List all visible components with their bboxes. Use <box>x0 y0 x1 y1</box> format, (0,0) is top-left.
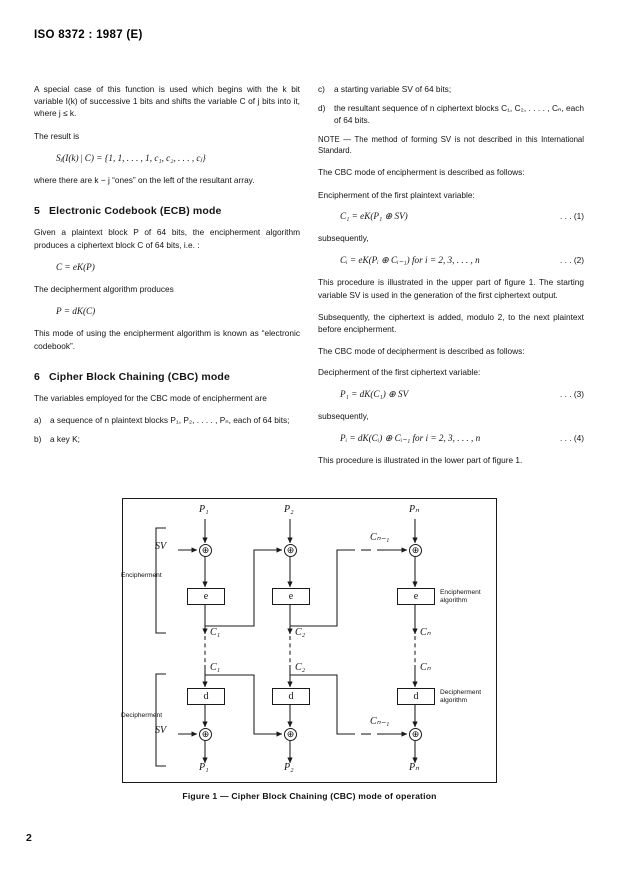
brace-label-decipherment: Decipherment <box>121 712 163 719</box>
label-enc-c2: C₂ <box>295 627 306 638</box>
equation-1-cbc-first: C₁ = eK(P₁ ⊕ SV) . . . (1) <box>318 210 584 222</box>
list-item-b: b) a key K; <box>34 433 300 445</box>
equation-ecb-encipher: C = eK(P) <box>56 261 95 272</box>
list-item-d-label: d) <box>318 103 326 114</box>
heading-section-6: 6 Cipher Block Chaining (CBC) mode <box>34 371 300 383</box>
label-enc-cn-minus-1: Cₙ₋₁ <box>370 532 390 543</box>
paragraph-the-result-is: The result is <box>34 130 80 141</box>
note-starting-variable: NOTE — The method of forming SV is not d… <box>318 134 584 156</box>
xor-gate-enc-n: ⊕ <box>409 544 422 557</box>
equation-ecb-decipher: P = dK(C) <box>56 306 96 317</box>
paragraph-subsequently-1: subsequently, <box>318 233 369 244</box>
equation-shift-function: Sⱼ(I(k) | C) = {1, 1, . . . , 1, c₁, c₂,… <box>56 152 206 163</box>
label-dec-cn: Cₙ <box>420 662 431 673</box>
xor-gate-dec-2: ⊕ <box>284 728 297 741</box>
right-text-column: c) a starting variable SV of 64 bits; d)… <box>318 83 584 476</box>
equation-2-body: Cᵢ = eK(Pᵢ ⊕ Cᵢ₋₁) for i = 2, 3, . . . ,… <box>340 255 480 266</box>
brace-label-encipherment: Encipherment <box>121 572 162 579</box>
paragraph-decipher-produces: The decipherment algorithm produces <box>34 284 174 295</box>
paragraph-ones-on-left: where there are k − j “ones” on the left… <box>34 175 255 186</box>
label-dec-p2: P₂ <box>284 762 294 773</box>
label-enc-p2: P₂ <box>284 504 294 515</box>
label-dec-c2: C₂ <box>295 662 306 673</box>
section-6-number: 6 <box>34 370 40 383</box>
paragraph-cbc-variables: The variables employed for the CBC mode … <box>34 393 267 404</box>
section-6-title: Cipher Block Chaining (CBC) mode <box>49 370 230 383</box>
encipherment-box-1: e <box>187 588 225 605</box>
equation-3-body: P₁ = dK(C₁) ⊕ SV <box>340 388 409 399</box>
label-dec-pn: Pₙ <box>409 762 420 773</box>
left-text-column: A special case of this function is used … <box>34 83 300 453</box>
decipherment-box-2: d <box>272 688 310 705</box>
decipherment-box-1: d <box>187 688 225 705</box>
encipherment-box-n: e <box>397 588 435 605</box>
equation-4-body: Pᵢ = dK(Cᵢ) ⊕ Cᵢ₋₁ for i = 2, 3, . . . ,… <box>340 433 481 444</box>
list-item-b-label: b) <box>34 434 42 445</box>
heading-section-5: 5 Electronic Codebook (ECB) mode <box>34 205 300 217</box>
label-dec-c1: C₁ <box>210 662 221 673</box>
equation-4-cbc-decipher-subsequent: Pᵢ = dK(Cᵢ) ⊕ Cᵢ₋₁ for i = 2, 3, . . . ,… <box>318 432 584 444</box>
list-item-c-text: a starting variable SV of 64 bits; <box>334 84 452 94</box>
list-item-d-text: the resultant sequence of n ciphertext b… <box>334 103 584 126</box>
label-dec-sv: SV <box>155 725 167 736</box>
annotation-decipherment-algorithm: Decipherment algorithm <box>440 689 482 704</box>
label-enc-c1: C₁ <box>210 627 221 638</box>
annotation-encipherment-algorithm: Encipherment algorithm <box>440 589 481 604</box>
list-item-b-text: a key K; <box>50 434 80 445</box>
paragraph-cbc-decipher-intro: The CBC mode of decipherment is describe… <box>318 346 525 357</box>
equation-1-body: C₁ = eK(P₁ ⊕ SV) <box>340 210 408 221</box>
xor-gate-enc-1: ⊕ <box>199 544 212 557</box>
label-enc-sv: SV <box>155 541 167 552</box>
paragraph-special-case: A special case of this function is used … <box>34 84 300 119</box>
equation-2-number: . . . (2) <box>560 255 584 266</box>
page-number: 2 <box>26 832 32 844</box>
xor-gate-enc-2: ⊕ <box>284 544 297 557</box>
label-enc-p1: P₁ <box>199 504 209 515</box>
list-item-d: d) the resultant sequence of n ciphertex… <box>318 102 584 126</box>
list-item-a-text: a sequence of n plaintext blocks P₁, P₂,… <box>50 415 290 426</box>
equation-2-cbc-subsequent: Cᵢ = eK(Pᵢ ⊕ Cᵢ₋₁) for i = 2, 3, . . . ,… <box>318 254 584 266</box>
paragraph-encipher-first-plaintext: Encipherment of the first plaintext vari… <box>318 189 475 200</box>
label-enc-cn: Cₙ <box>420 627 431 638</box>
label-dec-cn-minus-1: Cₙ₋₁ <box>370 716 390 727</box>
encipherment-box-2: e <box>272 588 310 605</box>
xor-gate-dec-n: ⊕ <box>409 728 422 741</box>
equation-3-number: . . . (3) <box>560 388 584 399</box>
section-5-title: Electronic Codebook (ECB) mode <box>49 205 222 218</box>
section-5-number: 5 <box>34 205 40 218</box>
list-item-a: a) a sequence of n plaintext blocks P₁, … <box>34 414 300 426</box>
paragraph-electronic-codebook-name: This mode of using the encipherment algo… <box>34 328 300 351</box>
equation-4-number: . . . (4) <box>560 433 584 444</box>
paragraph-upper-part-figure: This procedure is illustrated in the upp… <box>318 277 584 300</box>
paragraph-ecb-definition: Given a plaintext block P of 64 bits, th… <box>34 227 300 250</box>
paragraph-lower-part-figure: This procedure is illustrated in the low… <box>318 455 523 466</box>
xor-gate-dec-1: ⊕ <box>199 728 212 741</box>
equation-1-number: . . . (1) <box>560 210 584 221</box>
figure-cbc-diagram: Encipherment P₁ P₂ Pₙ SV Cₙ₋₁ ⊕ ⊕ ⊕ e e … <box>121 498 497 783</box>
list-item-c: c) a starting variable SV of 64 bits; <box>318 83 584 95</box>
figure-connector-lines <box>155 519 418 767</box>
label-enc-pn: Pₙ <box>409 504 420 515</box>
label-dec-p1: P₁ <box>199 762 209 773</box>
equation-3-cbc-decipher-first: P₁ = dK(C₁) ⊕ SV . . . (3) <box>318 388 584 400</box>
paragraph-decipher-first-ciphertext: Decipherment of the first ciphertext var… <box>318 367 481 378</box>
page-header-standard-ref: ISO 8372 : 1987 (E) <box>34 29 143 41</box>
decipherment-box-n: d <box>397 688 435 705</box>
figure-caption: Figure 1 — Cipher Block Chaining (CBC) m… <box>182 791 437 801</box>
paragraph-subsequently-2: subsequently, <box>318 410 369 421</box>
paragraph-cbc-encipher-intro: The CBC mode of encipherment is describe… <box>318 167 525 178</box>
list-item-a-label: a) <box>34 415 42 426</box>
paragraph-modulo-2-added: Subsequently, the ciphertext is added, m… <box>318 311 584 335</box>
list-item-c-label: c) <box>318 84 325 94</box>
